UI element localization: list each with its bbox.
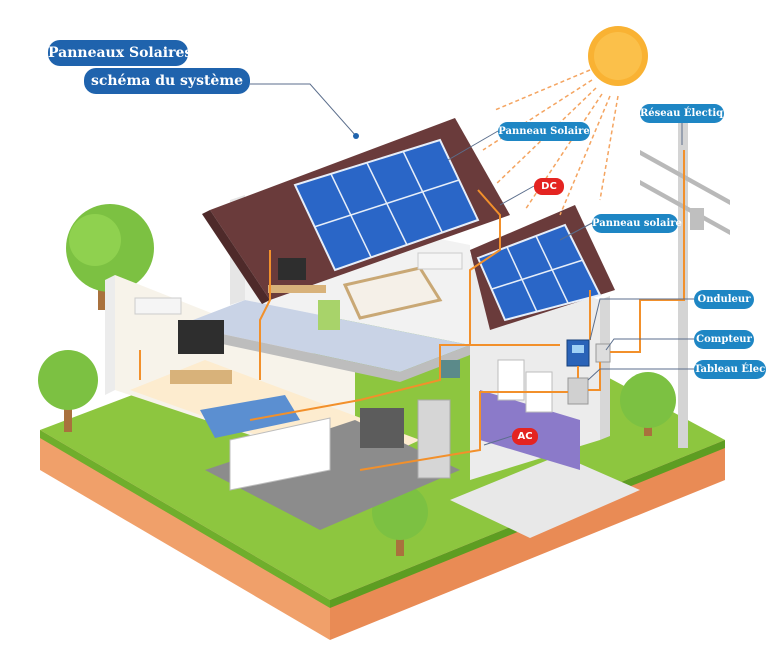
house [105, 195, 610, 530]
badge-dc: DC [534, 178, 564, 195]
callout-lines [250, 83, 694, 446]
solar-panel-side [476, 223, 602, 322]
label-electric-grid: Réseau Électique [640, 104, 737, 123]
solar-panel-main [293, 138, 480, 272]
title-line-1: Panneaux Solaires [48, 40, 192, 66]
furniture [134, 252, 553, 491]
badge-ac: AC [512, 428, 538, 445]
label-solar-panel-side: Panneau solaire [592, 214, 682, 233]
tree-right [620, 372, 676, 436]
label-panel-board: Tableau Élec. [694, 360, 768, 379]
tree-left-front [38, 350, 98, 432]
label-meter: Compteur [694, 330, 754, 349]
wiring [139, 150, 685, 471]
tree-left-back [66, 204, 154, 310]
title-line-2: schéma du système [84, 68, 250, 94]
callout-dot [353, 133, 359, 139]
label-inverter: Onduleur [694, 290, 754, 309]
sun [588, 26, 648, 86]
label-solar-panel-main: Panneau Solaire [498, 122, 590, 141]
